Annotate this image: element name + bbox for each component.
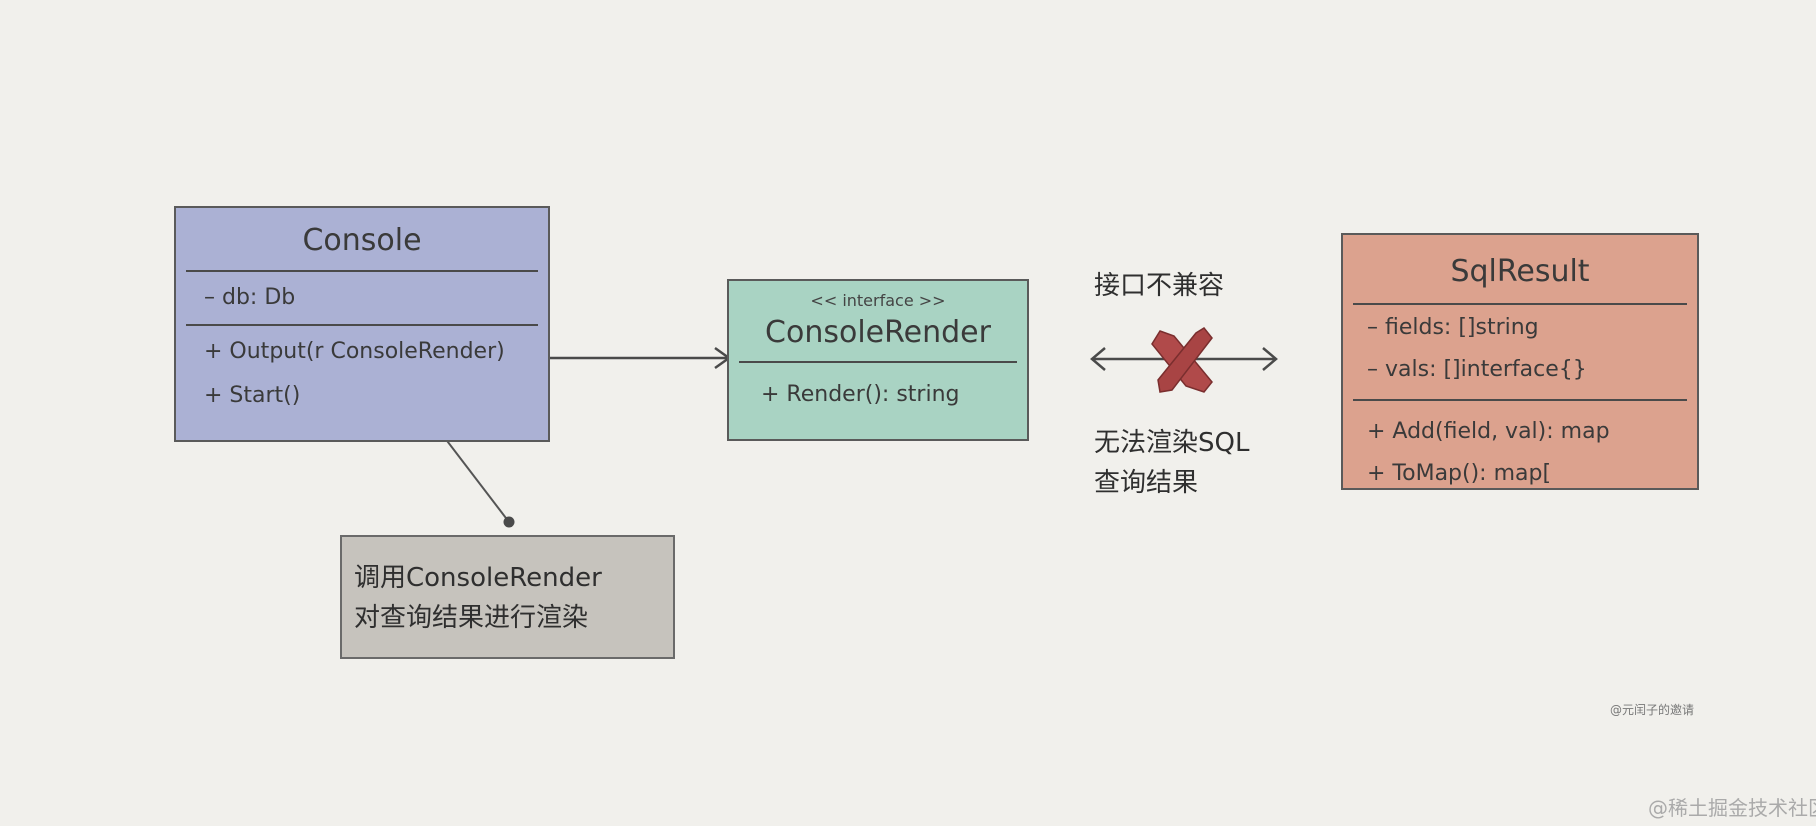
sql-result-title-separator [1353, 303, 1687, 305]
sql-result-methods-section: + Add(field, val): map + ToMap(): map[ [1343, 401, 1697, 495]
console-class-title: Console [302, 223, 422, 258]
console-methods-section: + Output(r ConsoleRender) + Start() [176, 326, 548, 418]
console-render-method-render: + Render(): string [761, 382, 960, 407]
site-watermark: @稀土掘金技术社区 [1648, 796, 1816, 820]
console-render-interface-box: << interface >> ConsoleRender + Render()… [727, 279, 1029, 441]
incompatible-arrowhead-right [1262, 347, 1278, 371]
incompatible-cross-icon [1151, 327, 1213, 393]
note-line-1: 调用ConsoleRender [354, 563, 602, 593]
note-box: 调用ConsoleRender 对查询结果进行渲染 [340, 535, 675, 659]
author-watermark: @元闰子的邀请 [1610, 703, 1695, 717]
note-connector-end-dot [503, 516, 515, 528]
console-fields-section: – db: Db [176, 272, 548, 324]
sql-result-field-vals: – vals: []interface{} [1367, 357, 1587, 382]
sql-result-fields-section: – fields: []string – vals: []interface{} [1343, 305, 1697, 399]
console-fields-separator [186, 324, 538, 326]
cannot-render-line-1: 无法渲染SQL [1094, 428, 1250, 458]
console-method-output: + Output(r ConsoleRender) [204, 339, 505, 364]
incompatible-arrowhead-left [1090, 347, 1106, 371]
cannot-render-line-2: 查询结果 [1094, 468, 1199, 498]
sql-result-method-tomap: + ToMap(): map[ [1367, 461, 1552, 486]
console-render-separator [739, 361, 1017, 363]
console-title-separator [186, 270, 538, 272]
console-method-start: + Start() [204, 383, 301, 408]
incompatible-label: 接口不兼容 [1094, 271, 1225, 301]
console-render-methods-section: + Render(): string [729, 363, 1027, 417]
cannot-render-label: 无法渲染SQL 查询结果 [1094, 423, 1249, 503]
console-field-db: – db: Db [204, 285, 296, 310]
sql-result-method-add: + Add(field, val): map [1367, 419, 1610, 444]
sql-result-field-fields: – fields: []string [1367, 315, 1539, 340]
sql-result-class-box: SqlResult – fields: []string – vals: []i… [1341, 233, 1699, 490]
sql-result-fields-separator [1353, 399, 1687, 401]
note-line-2: 对查询结果进行渲染 [354, 603, 589, 633]
sql-result-title: SqlResult [1450, 254, 1590, 289]
console-class-box: Console – db: Db + Output(r ConsoleRende… [174, 206, 550, 442]
interface-stereotype: << interface >> [810, 291, 946, 310]
console-render-title: ConsoleRender [765, 315, 991, 350]
